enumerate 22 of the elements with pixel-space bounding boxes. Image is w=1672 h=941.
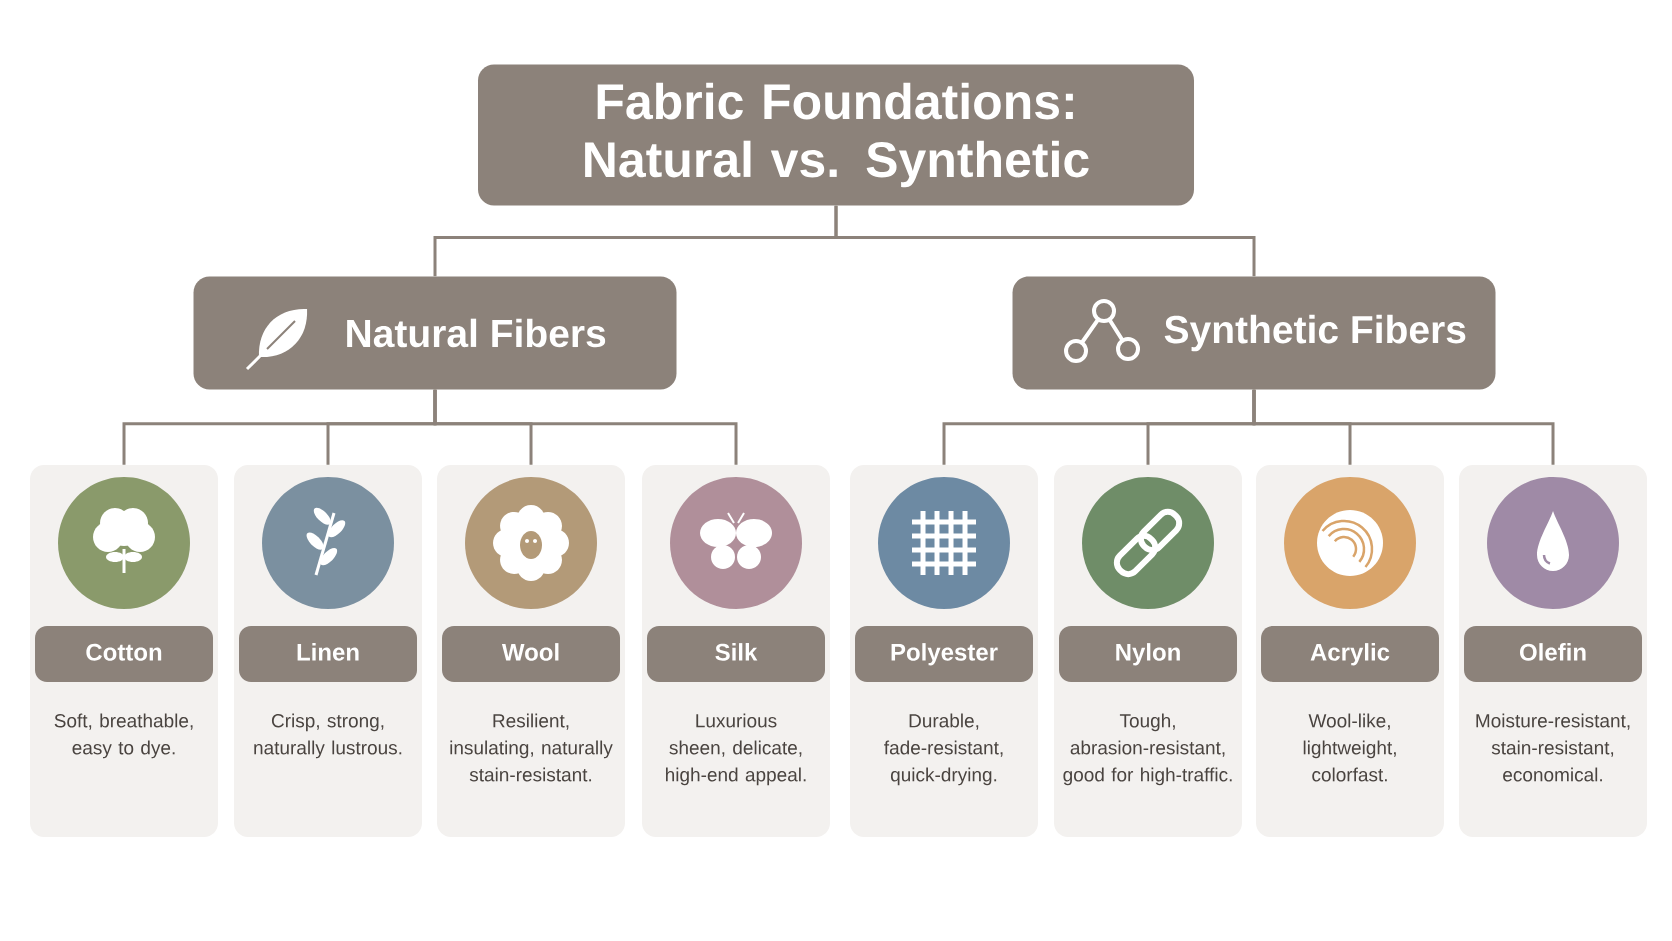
category-box: Synthetic Fibers [1012,276,1496,390]
description-text: Resilient, insulating, naturally stain-resistant. [450,713,613,782]
category-box: Natural Fibers [193,276,677,390]
description-text: Wool-like, lightweight, colorfast. [1303,713,1396,782]
name-label: Acrylic [1261,626,1439,682]
description-text: Soft, breathable, easy to dye. [54,713,193,759]
description-text: Moisture-resistant, stain-resistant, economical. [1476,713,1630,782]
connector-line [1252,389,1555,465]
name-label: Nylon [1059,626,1237,682]
connector-line [433,389,738,465]
name-label: Olefin [1464,626,1642,682]
name-label: Wool [442,626,620,682]
name-label: Polyester [855,626,1033,682]
description-text: Tough, abrasion-resistant, good for high-traffic. [1063,713,1232,786]
description-text: Durable, fade-resistant, quick-drying. [884,713,1003,786]
title-box: Fabric Foundations: Natural vs. Synthetic [478,64,1194,206]
connector-line [834,205,1256,277]
name-label: Silk [647,626,825,682]
description-text: Crisp, strong, naturally lustrous. [254,713,402,759]
description-text: Luxurious sheen, delicate, high-end appeal. [666,713,806,786]
name-label: Linen [239,626,417,682]
name-label: Cotton [35,626,213,682]
